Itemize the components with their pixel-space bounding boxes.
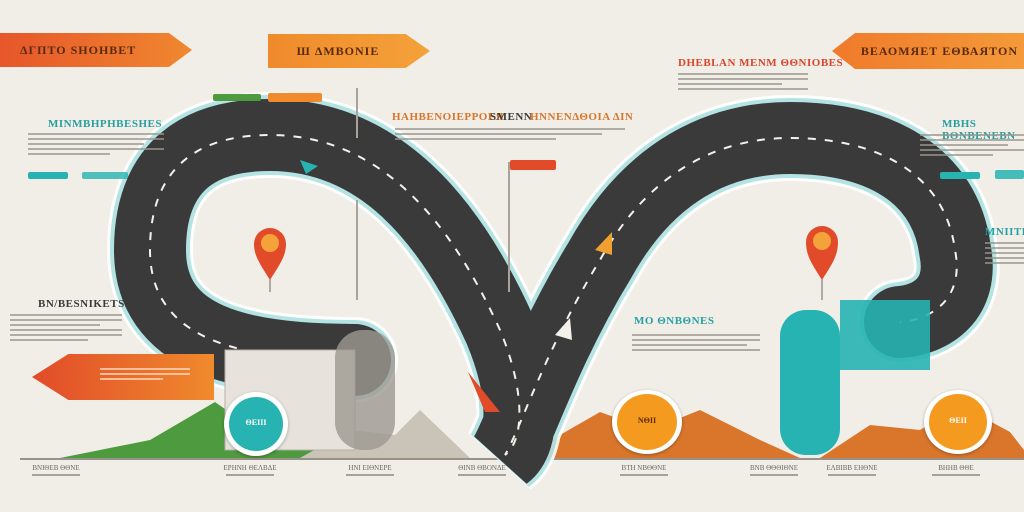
arrow-banner-left [32, 354, 214, 400]
flag-red [510, 160, 556, 170]
text-lines [10, 314, 122, 344]
bottom-label: ΘΙΝΒ ΘΒΟΝΔΕ [450, 464, 514, 476]
tag-teal [82, 172, 128, 179]
bottom-label-text: ΒΗΗΒ ΘΘΕ [938, 464, 974, 472]
milestone-circle-orange [924, 390, 992, 454]
text-lines [632, 334, 760, 354]
heading-right-mid: ΜΝΙΙΤΕΘ [985, 226, 1024, 238]
heading-center-low: ΜΟ ΘΝΒΘΝΕS [634, 315, 715, 327]
bottom-label-text: ΕΛΒΙΒΒ ΕΗΘΝΕ [826, 464, 878, 472]
map-pin-icon [806, 226, 838, 300]
circle-orange-right-text: ΘΕΙΙ [949, 416, 967, 425]
heading-right-top: DΗΕΒLΑΝ ΜΕΝΜ ΘΘΝΙΟΒΕS [678, 57, 844, 69]
bottom-label-text: ΕΡΗΝΗ ΘΕΛΒΔΕ [223, 464, 277, 472]
heading-center-right: ΗΝΝΕΝΔΘΟΙΑ ΔΙΝ [530, 111, 634, 123]
tag-teal [995, 170, 1024, 179]
bottom-label: ΒΝΒ ΘΘΘΙΘΝΕ [742, 464, 806, 476]
bottom-label-text: ΘΙΝΒ ΘΒΟΝΔΕ [458, 464, 506, 472]
bottom-label: ΒΤΗ ΝΒΘΘΝΕ [612, 464, 676, 476]
milestone-circle-orange [612, 390, 682, 454]
text-lines [28, 133, 164, 158]
milestone-circle-teal [224, 392, 288, 456]
circle-orange-mid-text: ΝΘΙΙ [637, 416, 657, 425]
bottom-label-text: ΒΝΒ ΘΘΘΙΘΝΕ [749, 464, 799, 472]
heading-left-mid: ΒΝ/ΒΕSΝΙΚΕΤSΙΒΑLS [38, 298, 161, 310]
heading-center-mid: SΜΕΝΝ [490, 111, 533, 123]
bottom-label: ΒΗΗΒ ΘΘΕ [924, 464, 988, 476]
banner-top-center: Ш ΔМВОNΙΕ [268, 34, 430, 68]
flag-pole [356, 200, 358, 300]
tag-green [213, 94, 261, 101]
tag-teal [28, 172, 68, 179]
banner-top-center-text: Ш ΔМВОNΙΕ [296, 43, 380, 58]
bottom-label-text: ΒΝΙΘΕΒ ΘΘΝΕ [32, 464, 80, 472]
banner-top-right-text: ВЕАОМЯЕТ ЕΘВАЯТОN [860, 43, 1018, 58]
tag-teal [940, 172, 980, 179]
banner-top-left: ΔΓΠΤΟ SНОНВЕТ [0, 33, 192, 67]
banner-top-right: ВЕАОМЯЕТ ЕΘВАЯТОN [832, 33, 1024, 69]
map-pin-icon [254, 228, 286, 292]
bottom-label: ΕΛΒΙΒΒ ΕΗΘΝΕ [820, 464, 884, 476]
heading-left-upper: ΜΙΝΜΒΗΡΗΒΕSΗΕS [48, 118, 162, 130]
bottom-label: ΒΝΙΘΕΒ ΘΘΝΕ [24, 464, 88, 476]
circle-teal-text: ΘΕΙΙΙ [245, 418, 267, 427]
heading-center-left: ΗΑΗΒΕΝΟΙЕΡΡΟΕЯ [392, 111, 505, 123]
flag-pole [356, 88, 358, 138]
bottom-label-text: ΗΝΙ ΕΙΘΝΕΡΕ [348, 464, 392, 472]
text-lines [985, 242, 1024, 267]
banner-top-left-text: ΔΓΠΤΟ SНОНВЕТ [20, 42, 137, 57]
bottom-label: ΕΡΗΝΗ ΘΕΛΒΔΕ [218, 464, 282, 476]
bottom-label-text: ΒΤΗ ΝΒΘΘΝΕ [621, 464, 667, 472]
text-lines [100, 368, 190, 383]
tag-orange [268, 93, 322, 102]
text-lines [920, 134, 1024, 159]
flag-pole [508, 162, 510, 292]
text-lines [678, 73, 808, 93]
text-lines [395, 128, 625, 143]
bottom-label: ΗΝΙ ΕΙΘΝΕΡΕ [338, 464, 402, 476]
